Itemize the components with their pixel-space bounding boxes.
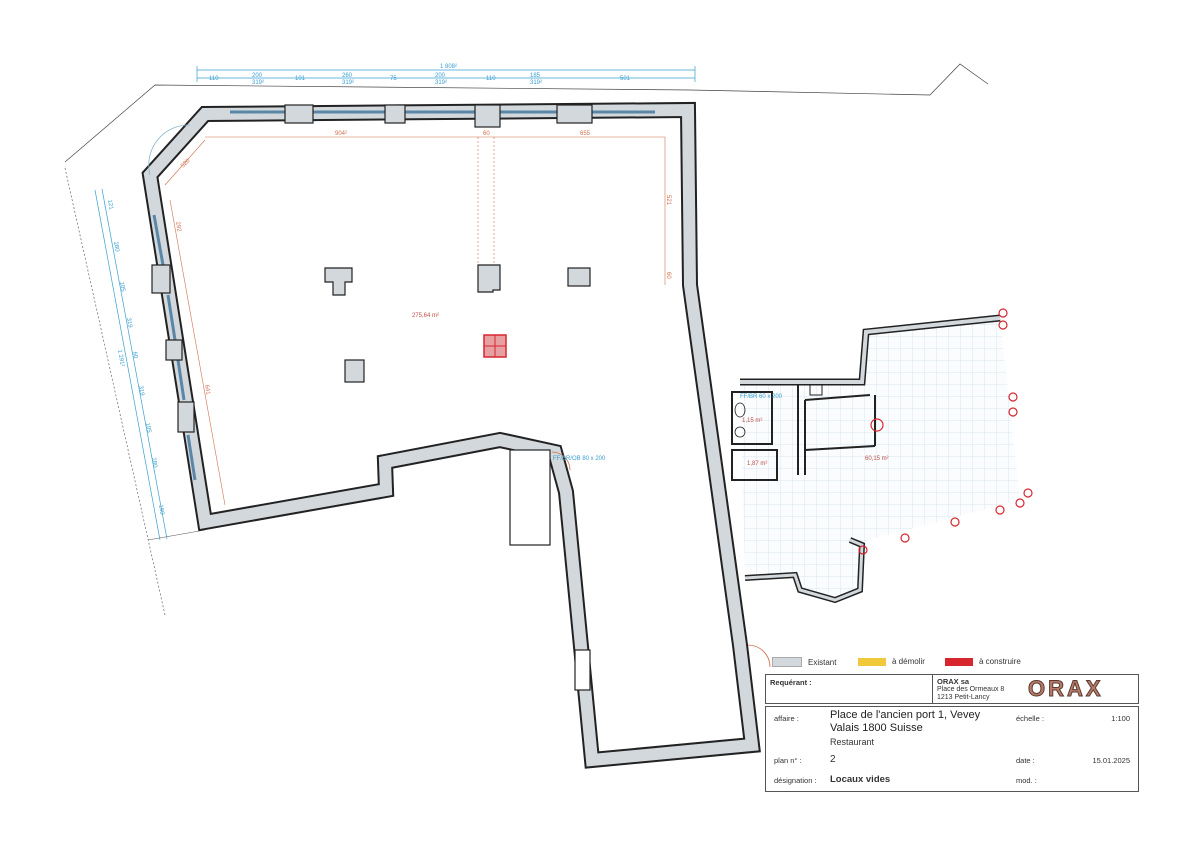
dim-left: 280 <box>112 241 120 253</box>
orax-logo: ORAX <box>1028 676 1104 701</box>
dim-window-height: 319² <box>530 80 542 86</box>
legend-construct: à construire <box>945 657 1021 666</box>
site-boundary-left <box>64 167 166 616</box>
echelle-label: échelle : <box>1016 714 1044 723</box>
dim-interior-top-3: 655 <box>580 131 591 137</box>
legend-label: Existant <box>808 657 837 667</box>
dim-overall-top: 1 808² <box>440 64 457 70</box>
wc-door-label: FF/BR 60 x 200 <box>740 394 783 400</box>
dim-top: 185 <box>530 73 541 79</box>
legend-swatch <box>945 657 973 666</box>
main-walls-outline <box>141 101 761 769</box>
affaire-line2: Valais 1800 Suisse <box>830 722 923 734</box>
dim-top: 110 <box>486 76 496 82</box>
dim-left: 319 <box>125 317 133 329</box>
dim-top: 110 <box>209 76 219 82</box>
left-dimensions: 121 280 105 319 60 319 105 280 160 1 291… <box>106 199 165 516</box>
title-block: affaire : Place de l'ancien port 1, Veve… <box>765 706 1139 792</box>
legend-label: à démolir <box>892 657 925 666</box>
company-city: 1213 Petit-Lancy <box>937 694 990 701</box>
affaire-line1: Place de l'ancien port 1, Vevey <box>830 709 981 721</box>
plan-value: 2 <box>830 754 836 765</box>
date-value: 15.01.2025 <box>1092 756 1130 765</box>
dim-left: 105 <box>144 422 152 434</box>
dim-left: 280 <box>150 457 158 469</box>
affaire-line3: Restaurant <box>830 737 875 747</box>
dim-chamfer: 520 <box>180 158 192 170</box>
wall-piers <box>151 104 593 691</box>
dim-top: 200 <box>252 73 263 79</box>
date-label: date : <box>1016 756 1035 765</box>
dim-top: 501 <box>620 76 631 82</box>
main-walls-fill <box>143 103 759 767</box>
legend-existing: Existant <box>772 657 836 667</box>
room-area-small: 1,87 m² <box>747 461 767 467</box>
dim-window-height: 319² <box>252 80 264 86</box>
site-boundary <box>64 63 989 163</box>
exterior-dimension-lines <box>94 66 696 541</box>
interior-dimension-lines <box>164 136 666 506</box>
site-line <box>147 529 206 541</box>
dim-top: 200 <box>435 73 446 79</box>
room-area-main: 275,64 m² <box>412 313 439 319</box>
room-area-terrace: 60,15 m² <box>865 456 889 462</box>
door-swing-chamfer <box>148 124 191 176</box>
wc-rooms <box>731 384 876 481</box>
door-label: FF/BR/OB 80 x 200 <box>553 456 606 462</box>
dim-left: 105 <box>118 281 126 293</box>
dim-interior-top-1: 904² <box>335 131 347 137</box>
legend-swatch <box>858 657 886 666</box>
company-name: ORAX sa <box>937 677 970 686</box>
echelle-value: 1:100 <box>1111 714 1130 723</box>
dim-left-overall: 1 291² <box>116 349 125 367</box>
title-block-header: Requérant : ORAX sa Place des Ormeaux 8 … <box>765 674 1139 704</box>
legend-swatch <box>772 657 802 667</box>
dim-top: 101 <box>295 76 306 82</box>
dim-right-1: 521 <box>665 195 671 206</box>
dim-left-int-1: 292 <box>174 221 182 233</box>
mod-label: mod. : <box>1016 776 1037 785</box>
dim-interior-top-2: 60 <box>483 131 490 137</box>
dim-left: 319 <box>137 385 145 397</box>
legend-demolish: à démolir <box>858 657 925 666</box>
affaire-label: affaire : <box>774 714 799 723</box>
dim-window-height: 319² <box>435 80 447 86</box>
door-swing <box>551 451 571 471</box>
dim-left-int-2: 641 <box>203 384 211 396</box>
legend-label: à construire <box>979 657 1021 666</box>
requerant-label: Requérant : <box>770 678 812 687</box>
dim-top: 75 <box>390 76 397 82</box>
columns <box>324 264 591 383</box>
room-area-wc: 1,15 m² <box>742 418 762 424</box>
plan-label: plan n° : <box>774 756 802 765</box>
dim-left: 160 <box>157 504 165 516</box>
designation-label: désignation : <box>774 776 817 785</box>
door-swing-east <box>747 644 771 668</box>
dim-right-2: 60 <box>665 272 671 279</box>
windows <box>152 110 655 481</box>
designation-value: Locaux vides <box>830 774 891 785</box>
dim-top: 260 <box>342 73 353 79</box>
dim-left: 60 <box>131 351 138 359</box>
company-street: Place des Ormeaux 8 <box>937 686 1005 693</box>
dim-left: 121 <box>106 199 114 211</box>
new-anchor-markers <box>858 308 1033 555</box>
dim-window-height: 319² <box>342 80 354 86</box>
